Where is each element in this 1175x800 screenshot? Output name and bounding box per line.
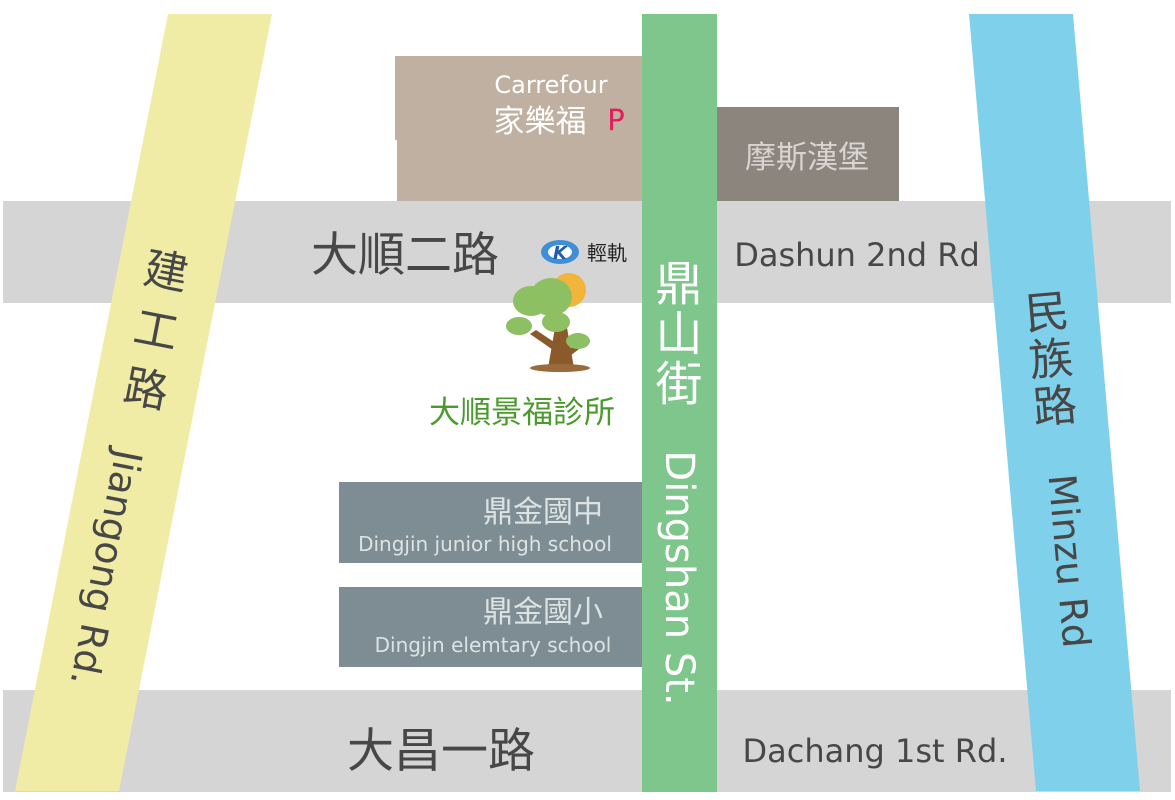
clinic-label: 大順景福診所 bbox=[429, 395, 615, 431]
dashun-en-label: Dashun 2nd Rd bbox=[734, 236, 980, 274]
clinic-tree-icon bbox=[506, 273, 590, 372]
minzu-road bbox=[969, 14, 1140, 791]
junior-high-zh-label: 鼎金國中 bbox=[483, 495, 603, 530]
minzu-zh-char-1: 民 bbox=[1023, 286, 1071, 341]
dingshan-street bbox=[642, 14, 717, 792]
jiangong-zh-char-3: 路 bbox=[120, 361, 173, 419]
mos-burger-block bbox=[717, 107, 899, 201]
light-rail-label: 輕軌 bbox=[587, 241, 627, 265]
dachang-1st-road bbox=[3, 690, 1171, 792]
elementary-block bbox=[339, 587, 642, 667]
elementary-zh-label: 鼎金國小 bbox=[483, 595, 603, 630]
elementary-en-label: Dingjin elemtary school bbox=[375, 633, 612, 657]
parking-icon: P bbox=[607, 103, 625, 137]
minzu-zh-char-2: 族 bbox=[1027, 333, 1075, 388]
light-rail-icon: K bbox=[541, 240, 579, 264]
dachang-en-label: Dachang 1st Rd. bbox=[743, 732, 1008, 770]
dingshan-en-label: Dingshan St. bbox=[656, 450, 702, 705]
junior-high-en-label: Dingjin junior high school bbox=[358, 532, 612, 556]
carrefour-block bbox=[395, 56, 642, 201]
carrefour-en-label: Carrefour bbox=[494, 71, 607, 99]
dingshan-zh-char-2: 山 bbox=[656, 308, 703, 363]
jiangong-zh-char-1: 建 bbox=[140, 243, 193, 301]
minzu-zh-char-3: 路 bbox=[1031, 380, 1079, 435]
dashun-zh-label: 大順二路 bbox=[311, 228, 499, 283]
jiangong-road bbox=[15, 14, 272, 791]
dachang-zh-label: 大昌一路 bbox=[347, 724, 535, 779]
jiangong-zh-char-2: 工 bbox=[130, 302, 183, 360]
carrefour-zh-label: 家樂福 bbox=[494, 104, 587, 140]
mos-burger-label: 摩斯漢堡 bbox=[745, 140, 869, 176]
junior-high-block bbox=[339, 482, 642, 563]
light-rail-logo-letter: K bbox=[553, 243, 569, 264]
dingshan-zh-char-1: 鼎 bbox=[656, 258, 703, 313]
dingshan-zh-char-3: 街 bbox=[656, 358, 703, 413]
